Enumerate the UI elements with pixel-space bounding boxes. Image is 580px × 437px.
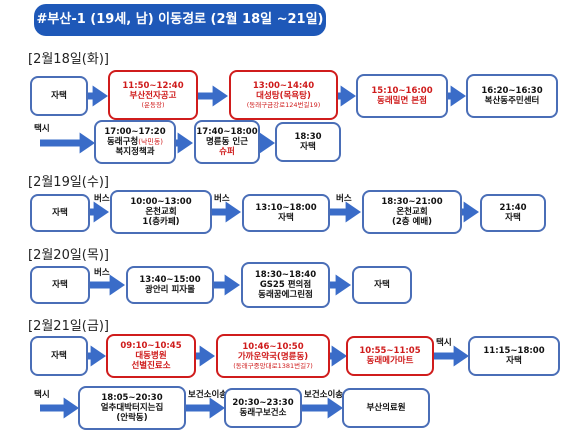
node-time: 20:30~23:30 <box>232 398 294 408</box>
day-label-19: [2월19일(수)] <box>28 175 109 190</box>
node-place: 자택 <box>52 208 68 218</box>
node-milmyeon: 15:10~16:00 동래밀면 본점 <box>356 74 448 118</box>
node-sub: (2층 예배) <box>391 217 433 227</box>
node-sub: (낙민동) <box>138 138 164 146</box>
node-place: 얼추대박터지는집 <box>100 403 164 413</box>
node-home-2140: 21:40 자택 <box>480 194 546 232</box>
node-place: GS25 편의점 <box>259 280 312 290</box>
node-place: 온천교회 <box>145 207 177 217</box>
node-time: 18:05~20:30 <box>101 393 163 403</box>
node-sub: (동래구중앙대로1381번길7) <box>233 362 313 370</box>
node-time: 10:55~11:05 <box>359 346 421 356</box>
node-place: 부산의료원 <box>366 403 406 413</box>
node-health-center: 20:30~23:30 동래구보건소 <box>224 388 302 428</box>
node-screening-clinic: 09:10~10:45 대동병원 선별진료소 <box>106 334 196 378</box>
node-place: 자택 <box>300 142 316 152</box>
node-place: 동래구보건소 <box>239 408 287 418</box>
node-place: 자택 <box>52 280 68 290</box>
node-place: 자택 <box>505 213 521 223</box>
node-time: 13:00~14:40 <box>252 81 315 91</box>
node-time: 11:15~18:00 <box>483 346 545 356</box>
node-time: 13:40~15:00 <box>139 275 201 285</box>
node-place: 동래메가마트 <box>366 356 414 366</box>
day-label-20: [2월20일(목)] <box>28 248 109 263</box>
node-time: 16:20~16:30 <box>481 86 543 96</box>
node-time: 10:46~10:50 <box>242 342 304 352</box>
node-community-center: 16:20~16:30 복산동주민센터 <box>466 74 558 118</box>
node-place: 자택 <box>51 91 67 101</box>
node-time: 10:00~13:00 <box>130 197 192 207</box>
node-place: 자택 <box>51 351 67 361</box>
transport-bus: 버스 <box>94 268 110 278</box>
node-home-20: 자택 <box>30 266 90 304</box>
node-place: 명륜동 인근 <box>205 137 249 147</box>
node-home-21: 자택 <box>30 336 88 376</box>
node-home-1310: 13:10~18:00 자택 <box>242 194 330 232</box>
node-megamart: 10:55~11:05 동래메가마트 <box>346 336 434 376</box>
transport-bus: 버스 <box>214 194 230 204</box>
node-time: 11:50~12:40 <box>122 81 184 91</box>
node-bathhouse: 13:00~14:40 대성탕(목욕탕) (동래구금강로124번길19) <box>229 70 338 120</box>
node-sub: (동래구금강로124번길19) <box>246 101 321 109</box>
node-place: 온천교회 <box>396 207 428 217</box>
node-time: 15:10~16:00 <box>371 86 433 96</box>
node-sub: (운동장) <box>141 101 165 109</box>
node-pharmacy: 10:46~10:50 가까운약국(명륜동) (동래구중앙대로1381번길7) <box>216 334 330 378</box>
node-place: 가까운약국(명륜동) <box>237 352 309 362</box>
node-restaurant: 18:05~20:30 얼추대박터지는집 (안락동) <box>78 386 186 430</box>
node-time: 13:10~18:00 <box>255 203 317 213</box>
node-sub: 1(층카페) <box>142 217 180 227</box>
node-place: 복산동주민센터 <box>484 96 540 106</box>
node-place: 동래밀면 본점 <box>377 96 427 106</box>
transport-taxi: 택시 <box>436 338 452 348</box>
node-time: 17:40~18:00 <box>196 127 258 137</box>
node-medical-center: 부산의료원 <box>342 388 430 428</box>
transport-taxi: 택시 <box>34 124 50 134</box>
node-time: 09:10~10:45 <box>120 341 182 351</box>
node-district-office: 17:00~17:20 동래구청(낙민동) 복지정책과 <box>94 120 176 164</box>
node-time: 17:00~17:20 <box>104 127 166 137</box>
node-place: 선별진료소 <box>131 361 171 371</box>
node-home-1115: 11:15~18:00 자택 <box>468 336 560 376</box>
node-place: 자택 <box>374 280 390 290</box>
node-place: 자택 <box>278 213 294 223</box>
node-place: 대성탕(목욕탕) <box>256 91 311 101</box>
node-church-cafe: 10:00~13:00 온천교회 1(층카페) <box>110 190 212 234</box>
transport-ambulance: 보건소이송 <box>304 390 344 400</box>
node-place: 대동병원 <box>135 351 167 361</box>
node-place: 광안리 피자몰 <box>145 285 195 295</box>
node-pizza-mall: 13:40~15:00 광안리 피자몰 <box>126 266 214 304</box>
page-title: #부산-1 (19세, 남) 이동경로 (2월 18일 ~21일) <box>34 4 326 36</box>
day-label-21: [2월21일(금)] <box>28 319 109 334</box>
node-time: 21:40 <box>499 203 527 213</box>
node-place: 슈퍼 <box>219 147 235 157</box>
node-place: 복지정책과 <box>115 147 155 157</box>
node-place: 부산전자공고 <box>129 91 177 101</box>
transport-bus: 버스 <box>94 194 110 204</box>
node-home-19: 자택 <box>30 194 90 232</box>
node-time: 18:30~21:00 <box>381 197 443 207</box>
node-place: (안락동) <box>116 413 148 423</box>
node-time: 18:30 <box>294 132 322 142</box>
transport-bus: 버스 <box>336 194 352 204</box>
node-supermarket: 17:40~18:00 명륜동 인근 슈퍼 <box>194 120 260 164</box>
node-place: 동래꿈에그린점 <box>258 290 313 300</box>
node-gs25: 18:30~18:40 GS25 편의점 동래꿈에그린점 <box>241 262 330 308</box>
node-home-18: 자택 <box>30 76 88 116</box>
node-time: 18:30~18:40 <box>254 270 317 280</box>
node-church-worship: 18:30~21:00 온천교회 (2층 예배) <box>362 190 462 234</box>
transport-ambulance: 보건소이송 <box>188 390 228 400</box>
node-place: 자택 <box>506 356 522 366</box>
node-home-1830: 18:30 자택 <box>275 122 341 162</box>
day-label-18: [2월18일(화)] <box>28 52 109 67</box>
node-school: 11:50~12:40 부산전자공고 (운동장) <box>108 70 198 120</box>
transport-taxi: 택시 <box>34 390 50 400</box>
node-home-20-end: 자택 <box>352 266 412 304</box>
node-place: 동래구청 <box>106 137 139 147</box>
